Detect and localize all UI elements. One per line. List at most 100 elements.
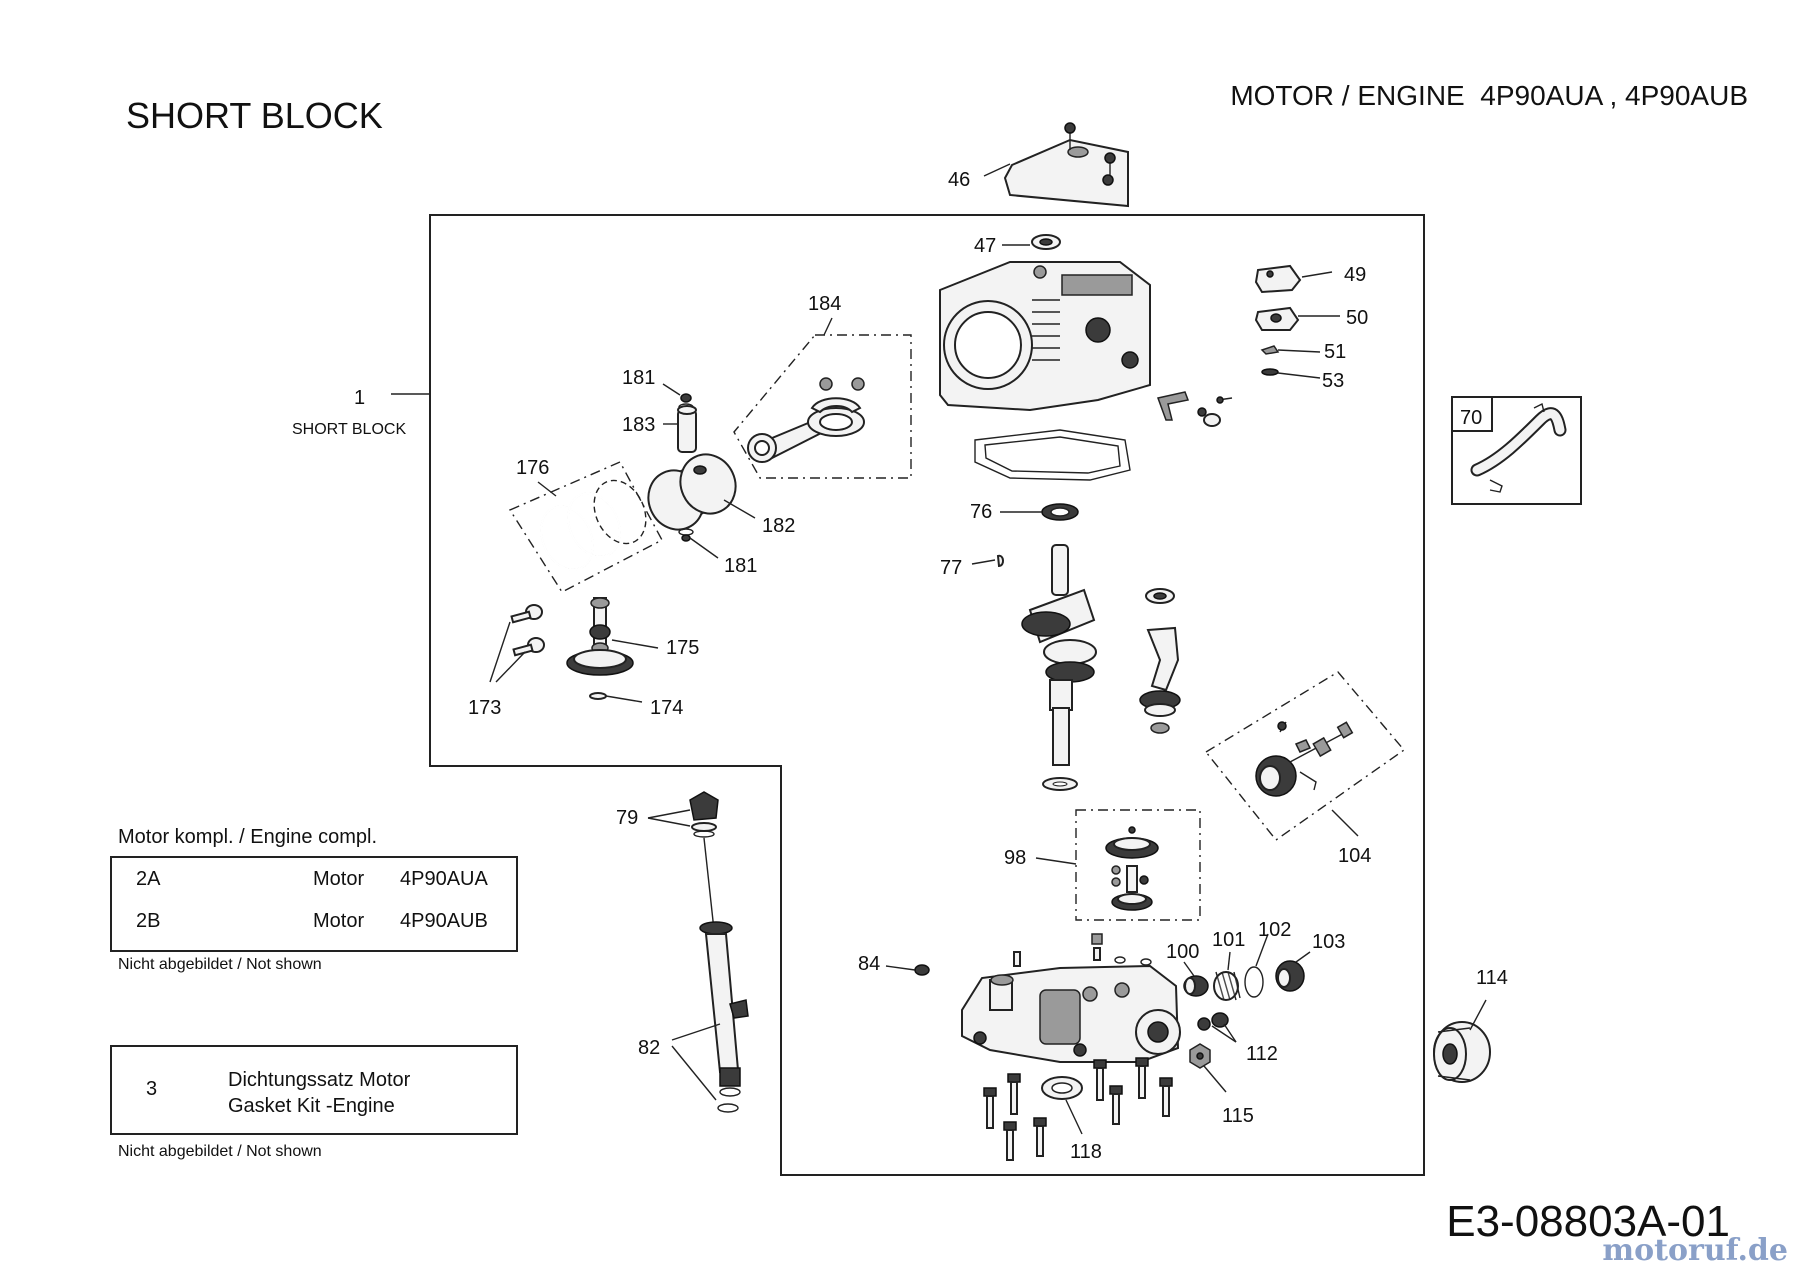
engine-compl-table: 2A Motor 4P90AUA 2B Motor 4P90AUB — [110, 856, 518, 952]
callout-173-text: 173 — [468, 697, 501, 719]
callout-70[interactable]: 70 — [1460, 407, 1482, 429]
callout-114[interactable]: 114 — [1476, 967, 1508, 989]
callout-184[interactable]: 184 — [808, 293, 841, 315]
part-50-gasket — [1254, 306, 1300, 331]
part-100-relief — [1183, 975, 1209, 997]
callout-183-text: 183 — [622, 414, 655, 436]
hose-box-frame — [1451, 396, 1582, 505]
callout-50-text: 50 — [1346, 307, 1368, 329]
callout-104[interactable]: 104 — [1338, 845, 1371, 867]
part-182-piston — [647, 453, 737, 531]
callout-77[interactable]: 77 — [940, 557, 962, 579]
callout-84[interactable]: 84 — [858, 953, 880, 975]
callout-182[interactable]: 182 — [762, 515, 795, 537]
callout-79-text: 79 — [616, 807, 638, 829]
part-77-key — [996, 554, 1004, 568]
part-53-washer — [1261, 368, 1279, 376]
short-block-label: SHORT BLOCK — [292, 421, 406, 438]
callout-181-top[interactable]: 181 — [622, 367, 655, 389]
callout-175[interactable]: 175 — [666, 637, 699, 659]
callout-82[interactable]: 82 — [638, 1037, 660, 1059]
part-46-cover-plate — [1003, 122, 1129, 208]
callout-174[interactable]: 174 — [650, 697, 683, 719]
callout-181-top-text: 181 — [622, 367, 655, 389]
drawing-number: E3-08803A-01 — [1446, 1197, 1730, 1246]
part-82-filler-tube — [699, 921, 749, 1113]
callout-103[interactable]: 103 — [1312, 931, 1345, 953]
callout-49[interactable]: 49 — [1344, 264, 1366, 286]
callout-104-text: 104 — [1338, 845, 1371, 867]
crankcase-cover — [961, 964, 1181, 1063]
part-104-kit-outline — [1204, 671, 1406, 841]
part-184-kit-outline — [733, 334, 912, 479]
gasket-kit-line1: Dichtungssatz Motor — [228, 1069, 411, 1091]
callout-101[interactable]: 101 — [1212, 929, 1245, 951]
callout-181-bottom[interactable]: 181 — [724, 555, 757, 577]
callout-79[interactable]: 79 — [616, 807, 638, 829]
callout-70-text: 70 — [1460, 407, 1482, 429]
engine-row-2a: 2A Motor 4P90AUA — [136, 868, 506, 891]
callout-100-text: 100 — [1166, 941, 1199, 963]
callout-118[interactable]: 118 — [1070, 1141, 1102, 1163]
part-114-pulley — [1433, 1021, 1491, 1083]
part-98-oil-pump — [1105, 826, 1159, 911]
callout-47[interactable]: 47 — [974, 235, 996, 257]
part-115-nut — [1189, 1043, 1211, 1069]
callout-50[interactable]: 50 — [1346, 307, 1368, 329]
callout-175-text: 175 — [666, 637, 699, 659]
callout-51[interactable]: 51 — [1324, 341, 1346, 363]
callout-1-text: 1 — [354, 387, 365, 409]
callout-102[interactable]: 102 — [1258, 919, 1291, 941]
callout-46[interactable]: 46 — [948, 169, 970, 191]
crank-washer — [1042, 777, 1078, 791]
callout-98[interactable]: 98 — [1004, 847, 1026, 869]
engine-title: MOTOR / ENGINE 4P90AUA , 4P90AUB — [1230, 80, 1748, 111]
callout-53-text: 53 — [1322, 370, 1344, 392]
part-70-hose — [1470, 402, 1567, 493]
part-102-o-ring — [1244, 966, 1264, 998]
callout-47-text: 47 — [974, 235, 996, 257]
part-176-piston-rings — [540, 479, 647, 571]
callout-76[interactable]: 76 — [970, 501, 992, 523]
engine-row-2a-num: 2A — [136, 868, 161, 890]
engine-compl-title: Motor kompl. / Engine compl. — [118, 826, 377, 848]
callout-1[interactable]: 1 — [354, 387, 365, 409]
crankshaft — [1021, 544, 1097, 766]
engine-row-2b: 2B Motor 4P90AUB — [136, 910, 506, 933]
breather-parts — [1157, 391, 1233, 427]
callout-53[interactable]: 53 — [1322, 370, 1344, 392]
callout-82-text: 82 — [638, 1037, 660, 1059]
callout-118-text: 118 — [1070, 1141, 1102, 1163]
cover-dowels — [1013, 933, 1152, 967]
callout-76-text: 76 — [970, 501, 992, 523]
part-98-kit-outline — [1075, 809, 1201, 921]
callout-98-text: 98 — [1004, 847, 1026, 869]
callout-100[interactable]: 100 — [1166, 941, 1199, 963]
callout-173[interactable]: 173 — [468, 697, 501, 719]
callout-174-text: 174 — [650, 697, 683, 719]
part-173-valve-lifters — [510, 604, 545, 657]
callout-114-text: 114 — [1476, 967, 1508, 989]
callout-84-text: 84 — [858, 953, 880, 975]
engine-compl-note: Nicht abgebildet / Not shown — [118, 956, 322, 973]
part-174-washer — [589, 692, 607, 700]
callout-77-text: 77 — [940, 557, 962, 579]
cylinder-block — [939, 261, 1151, 412]
callout-46-text: 46 — [948, 169, 970, 191]
callout-51-text: 51 — [1324, 341, 1346, 363]
part-176-rings-outline — [508, 461, 663, 593]
callout-176[interactable]: 176 — [516, 457, 549, 479]
part-183-piston-pin — [677, 405, 697, 453]
part-104-governor-kit — [1255, 721, 1354, 797]
watermark: motoruf.de — [1602, 1233, 1788, 1268]
gasket-kit-num: 3 — [146, 1078, 158, 1100]
callout-183[interactable]: 183 — [622, 414, 655, 436]
cover-bolts — [983, 1057, 1173, 1161]
callout-115[interactable]: 115 — [1222, 1105, 1254, 1127]
part-51-valve — [1260, 345, 1280, 355]
callout-112[interactable]: 112 — [1246, 1043, 1278, 1065]
gasket-kit-note: Nicht abgebildet / Not shown — [118, 1143, 322, 1160]
callout-112-text: 112 — [1246, 1043, 1278, 1065]
part-76-oil-seal — [1041, 503, 1079, 521]
part-47-seal — [1031, 234, 1061, 250]
